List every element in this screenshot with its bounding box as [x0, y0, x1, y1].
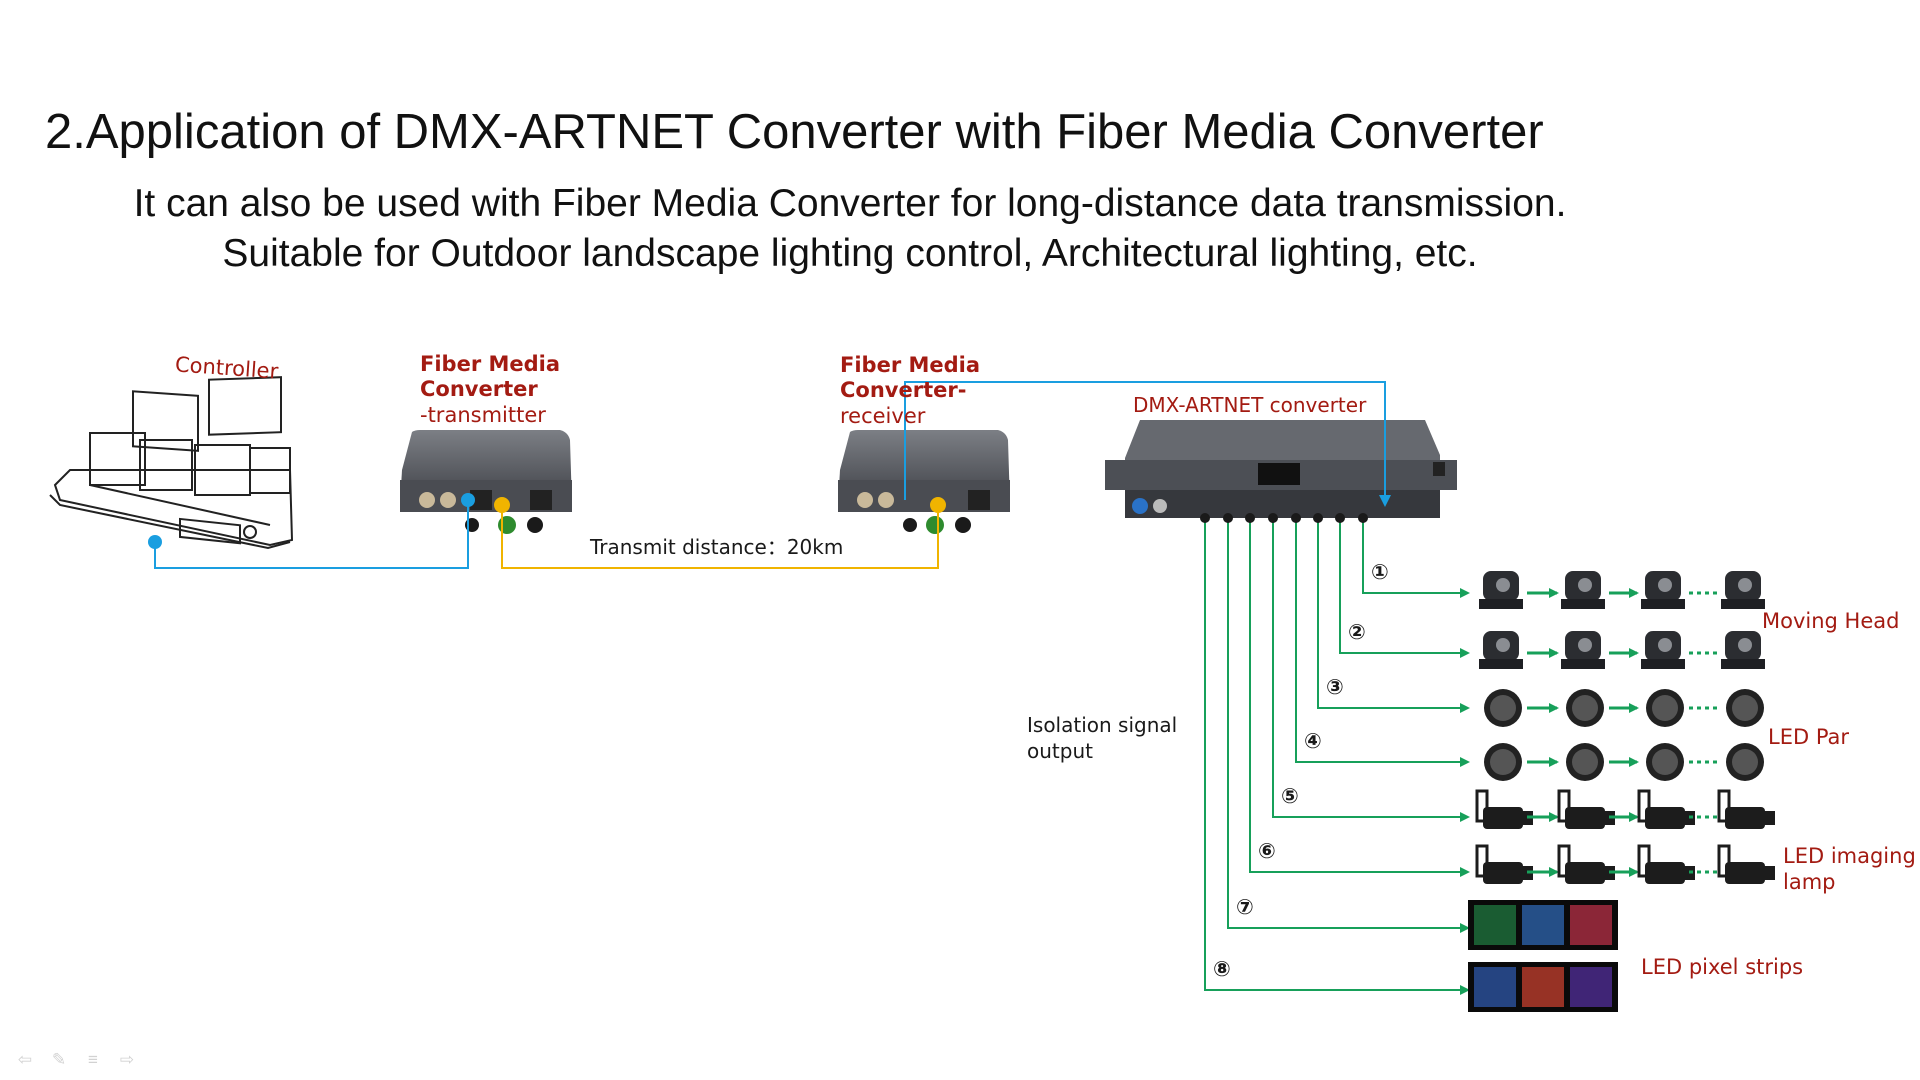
isolation-label-2: output	[1027, 739, 1093, 763]
output-port-4	[1291, 513, 1301, 523]
transmitter-title-1: Fiber Media	[420, 352, 561, 376]
transmitter-title-2: Converter	[420, 377, 538, 401]
output-number-4: ④	[1304, 729, 1322, 753]
presentation-toolbar: ⇦ ✎ ≡ ⇨	[14, 1050, 138, 1069]
moving-head-label: Moving Head	[1762, 609, 1900, 633]
fixture-2-3	[1641, 631, 1685, 669]
controller-console-icon	[49, 376, 294, 550]
imaging-lamp-label-1: LED imaging	[1783, 844, 1916, 868]
fiber-transmitter-device	[400, 430, 572, 534]
output-port-3	[1313, 513, 1323, 523]
artnet-cable-line	[904, 381, 1391, 507]
dmx-artnet-converter-device	[1105, 420, 1457, 518]
output-line-2	[1339, 518, 1470, 658]
fixture-5-2	[1557, 789, 1615, 829]
slide-title: 2.Application of DMX-ARTNET Converter wi…	[45, 105, 1544, 159]
output-line-8	[1204, 518, 1470, 995]
fixture-6-2	[1557, 844, 1615, 884]
output-port-8	[1200, 513, 1210, 523]
subtitle-line-1: It can also be used with Fiber Media Con…	[133, 182, 1567, 225]
fixture-4-2	[1566, 743, 1604, 781]
fixture-4-4	[1726, 743, 1764, 781]
output-number-2: ②	[1348, 620, 1366, 644]
fixture-2-1	[1479, 631, 1523, 669]
fixture-5-1	[1475, 789, 1533, 829]
back-icon[interactable]: ⇦	[17, 1050, 33, 1069]
fixture-6-1	[1475, 844, 1533, 884]
fixture-2-2	[1561, 631, 1605, 669]
receiver-suffix: receiver	[840, 404, 926, 428]
output-line-1	[1362, 518, 1470, 598]
subtitle-line-2: Suitable for Outdoor landscape lighting …	[222, 232, 1478, 275]
pixel-strip-panel-2	[1468, 962, 1618, 1012]
fixture-3-4	[1726, 689, 1764, 727]
converter-label: DMX-ARTNET converter	[1133, 393, 1367, 417]
pixel-strips-label: LED pixel strips	[1641, 955, 1804, 979]
pixel-strip-panel-1	[1468, 900, 1618, 950]
fixture-5-4	[1717, 789, 1775, 829]
output-number-3: ③	[1326, 675, 1344, 699]
forward-icon[interactable]: ⇨	[119, 1050, 135, 1069]
output-port-5	[1268, 513, 1278, 523]
fixture-6-4	[1717, 844, 1775, 884]
output-number-8: ⑧	[1213, 957, 1231, 981]
receiver-title-2: Converter-	[840, 378, 967, 402]
fixture-3-2	[1566, 689, 1604, 727]
imaging-lamp-label-2: lamp	[1783, 870, 1836, 894]
output-line-7	[1227, 518, 1470, 933]
output-number-6: ⑥	[1258, 839, 1276, 863]
output-line-3	[1317, 518, 1470, 713]
fixture-3-1	[1484, 689, 1522, 727]
fixture-1-2	[1561, 571, 1605, 609]
transmitter-suffix: -transmitter	[420, 403, 546, 427]
pen-icon[interactable]: ✎	[51, 1050, 67, 1069]
output-port-1	[1358, 513, 1368, 523]
output-port-6	[1245, 513, 1255, 523]
fixture-1-3	[1641, 571, 1685, 609]
fixture-4-3	[1646, 743, 1684, 781]
distance-label: Transmit distance：20km	[590, 535, 844, 559]
output-line-5	[1272, 518, 1470, 822]
fiber-cable-line	[501, 505, 939, 569]
fixture-4-1	[1484, 743, 1522, 781]
output-line-6	[1249, 518, 1470, 877]
fixture-1-4	[1721, 571, 1765, 609]
fixture-6-3	[1637, 844, 1695, 884]
fixture-2-4	[1721, 631, 1765, 669]
fixture-3-3	[1646, 689, 1684, 727]
output-number-7: ⑦	[1236, 895, 1254, 919]
receiver-title-1: Fiber Media	[840, 353, 981, 377]
fixture-5-3	[1637, 789, 1695, 829]
output-line-4	[1295, 518, 1470, 767]
isolation-label-1: Isolation signal	[1027, 713, 1178, 737]
fixture-1-1	[1479, 571, 1523, 609]
output-port-2	[1335, 513, 1345, 523]
dmx-output-lines	[1200, 513, 1470, 995]
output-number-5: ⑤	[1281, 784, 1299, 808]
ethernet-cable-line	[154, 500, 469, 569]
fixture-rows	[1468, 571, 1775, 1012]
output-port-7	[1223, 513, 1233, 523]
menu-icon[interactable]: ≡	[88, 1050, 98, 1069]
fiber-receiver-device	[838, 430, 1010, 534]
led-par-label: LED Par	[1768, 725, 1850, 749]
output-number-1: ①	[1371, 560, 1389, 584]
